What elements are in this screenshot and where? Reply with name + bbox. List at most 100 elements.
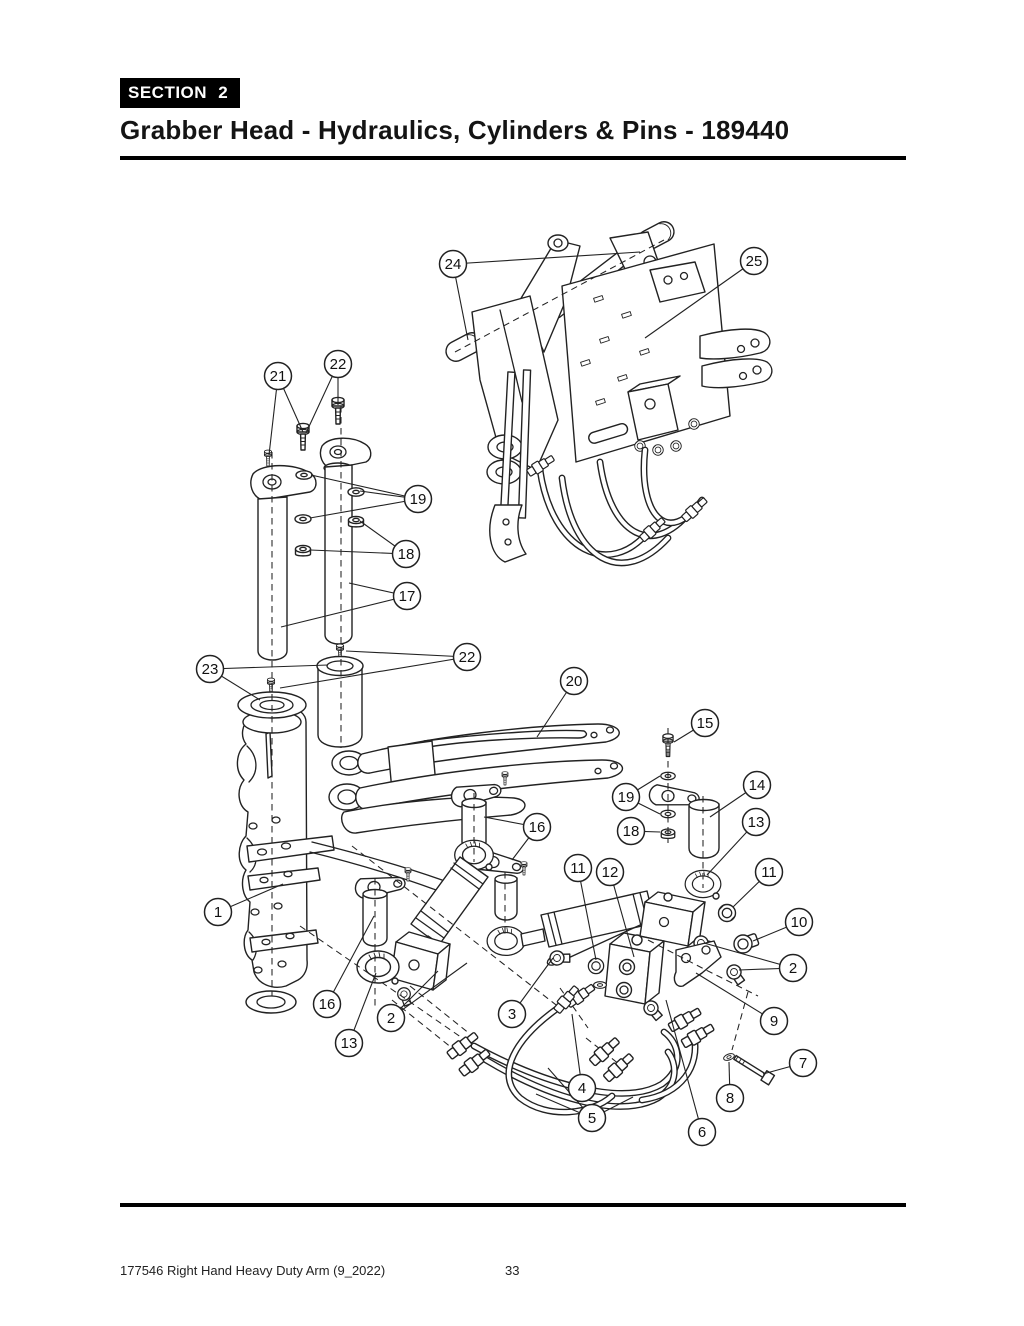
callout-leader-6 (665, 999, 703, 1133)
callout-leader-2 (390, 962, 468, 1019)
callout-22: 22 (452, 642, 482, 672)
callout-21: 21 (263, 361, 293, 391)
callout-19: 19 (403, 484, 433, 514)
callout-number: 9 (770, 1013, 778, 1030)
callout-number: 23 (202, 661, 219, 678)
footer-page-number: 33 (505, 1263, 520, 1278)
valve-block (546, 932, 667, 1023)
callout-number: 11 (761, 864, 777, 881)
footer-rule (120, 1203, 906, 1207)
callout-number: 7 (799, 1055, 807, 1072)
callout-12: 12 (595, 857, 625, 887)
callout-20: 20 (559, 666, 589, 696)
callout-10: 10 (784, 907, 814, 937)
callout-number: 25 (746, 253, 763, 270)
callout-14: 14 (742, 770, 772, 800)
callout-number: 13 (341, 1035, 358, 1052)
callout-leader-9 (695, 972, 775, 1022)
callout-15: 15 (690, 708, 720, 738)
pivot-pins-and-fasteners (250, 396, 372, 661)
callout-13: 13 (741, 807, 771, 837)
callout-number: 18 (398, 546, 415, 563)
callout-leader-23 (209, 664, 329, 670)
callout-16: 16 (522, 812, 552, 842)
callout-number: 16 (319, 996, 336, 1013)
callout-19: 19 (611, 782, 641, 812)
callout-number: 22 (330, 356, 347, 373)
callout-number: 2 (387, 1010, 395, 1027)
callout-leader-11 (577, 867, 597, 961)
bushing-tubes (266, 643, 364, 748)
callout-7: 7 (788, 1048, 818, 1078)
callout-number: 13 (748, 814, 765, 831)
callout-13: 13 (334, 1028, 364, 1058)
callout-23: 23 (195, 654, 225, 684)
callout-number: 20 (566, 673, 583, 690)
page-header: SECTION 2 Grabber Head - Hydraulics, Cyl… (120, 78, 906, 146)
callout-3: 3 (497, 999, 527, 1029)
callout-leader-24 (452, 251, 641, 265)
callout-25: 25 (739, 246, 769, 276)
callout-1: 1 (203, 897, 233, 927)
callout-leader-18 (309, 549, 407, 555)
grabber-jaw-weldment (236, 691, 335, 1014)
callout-number: 21 (270, 368, 287, 385)
o-ring (245, 990, 297, 1014)
callout-number: 8 (726, 1090, 734, 1107)
callout-number: 6 (698, 1124, 706, 1141)
callout-18: 18 (616, 816, 646, 846)
callout-number: 5 (588, 1110, 596, 1127)
callout-leader-19 (309, 498, 419, 519)
callout-16: 16 (312, 989, 342, 1019)
callout-number: 19 (618, 789, 635, 806)
callout-17: 17 (392, 581, 422, 611)
callout-22: 22 (323, 349, 353, 379)
callout-2: 2 (778, 953, 808, 983)
hoses-and-fittings (444, 983, 776, 1116)
callout-6: 6 (687, 1117, 717, 1147)
bracket (673, 940, 722, 987)
callout-leader-22 (279, 656, 468, 689)
callout-18: 18 (391, 539, 421, 569)
plate-slots (580, 295, 658, 406)
callout-number: 14 (749, 777, 766, 794)
footer-doc-ref: 177546 Right Hand Heavy Duty Arm (9_2022… (120, 1263, 386, 1278)
header-rule (120, 156, 906, 160)
plug-fitting (733, 933, 760, 954)
callout-number: 10 (791, 914, 808, 931)
callout-number: 11 (570, 860, 586, 877)
callout-leader-2 (703, 942, 794, 969)
callout-leader-16 (326, 915, 375, 1005)
arm-assembly (309, 723, 623, 891)
callout-4: 4 (567, 1073, 597, 1103)
callout-8: 8 (715, 1083, 745, 1113)
callout-number: 2 (789, 960, 797, 977)
callout-leader-19 (310, 474, 419, 500)
callout-number: 4 (578, 1080, 586, 1097)
callout-5: 5 (577, 1103, 607, 1133)
callout-number: 22 (459, 649, 476, 666)
link-arms-and-pins (353, 733, 720, 947)
long-bolt (733, 1054, 776, 1086)
pin-14 (688, 803, 720, 859)
callout-leader-17 (280, 595, 408, 628)
section-badge: SECTION 2 (120, 78, 241, 108)
callout-number: 12 (602, 864, 619, 881)
callout-number: 3 (508, 1006, 516, 1023)
callout-number: 15 (697, 715, 714, 732)
page-title: Grabber Head - Hydraulics, Cylinders & P… (120, 115, 790, 145)
callout-2: 2 (376, 1003, 406, 1033)
callout-number: 24 (445, 256, 462, 273)
callout-leader-22 (345, 650, 468, 658)
callout-9: 9 (759, 1006, 789, 1036)
callout-11: 11 (563, 853, 593, 883)
callout-leader-12 (609, 871, 635, 958)
callout-number: 1 (214, 904, 222, 921)
assembled-grabber-head (445, 221, 773, 567)
callout-number: 19 (410, 491, 427, 508)
callout-number: 18 (623, 823, 640, 840)
callout-leader-25 (644, 260, 755, 339)
